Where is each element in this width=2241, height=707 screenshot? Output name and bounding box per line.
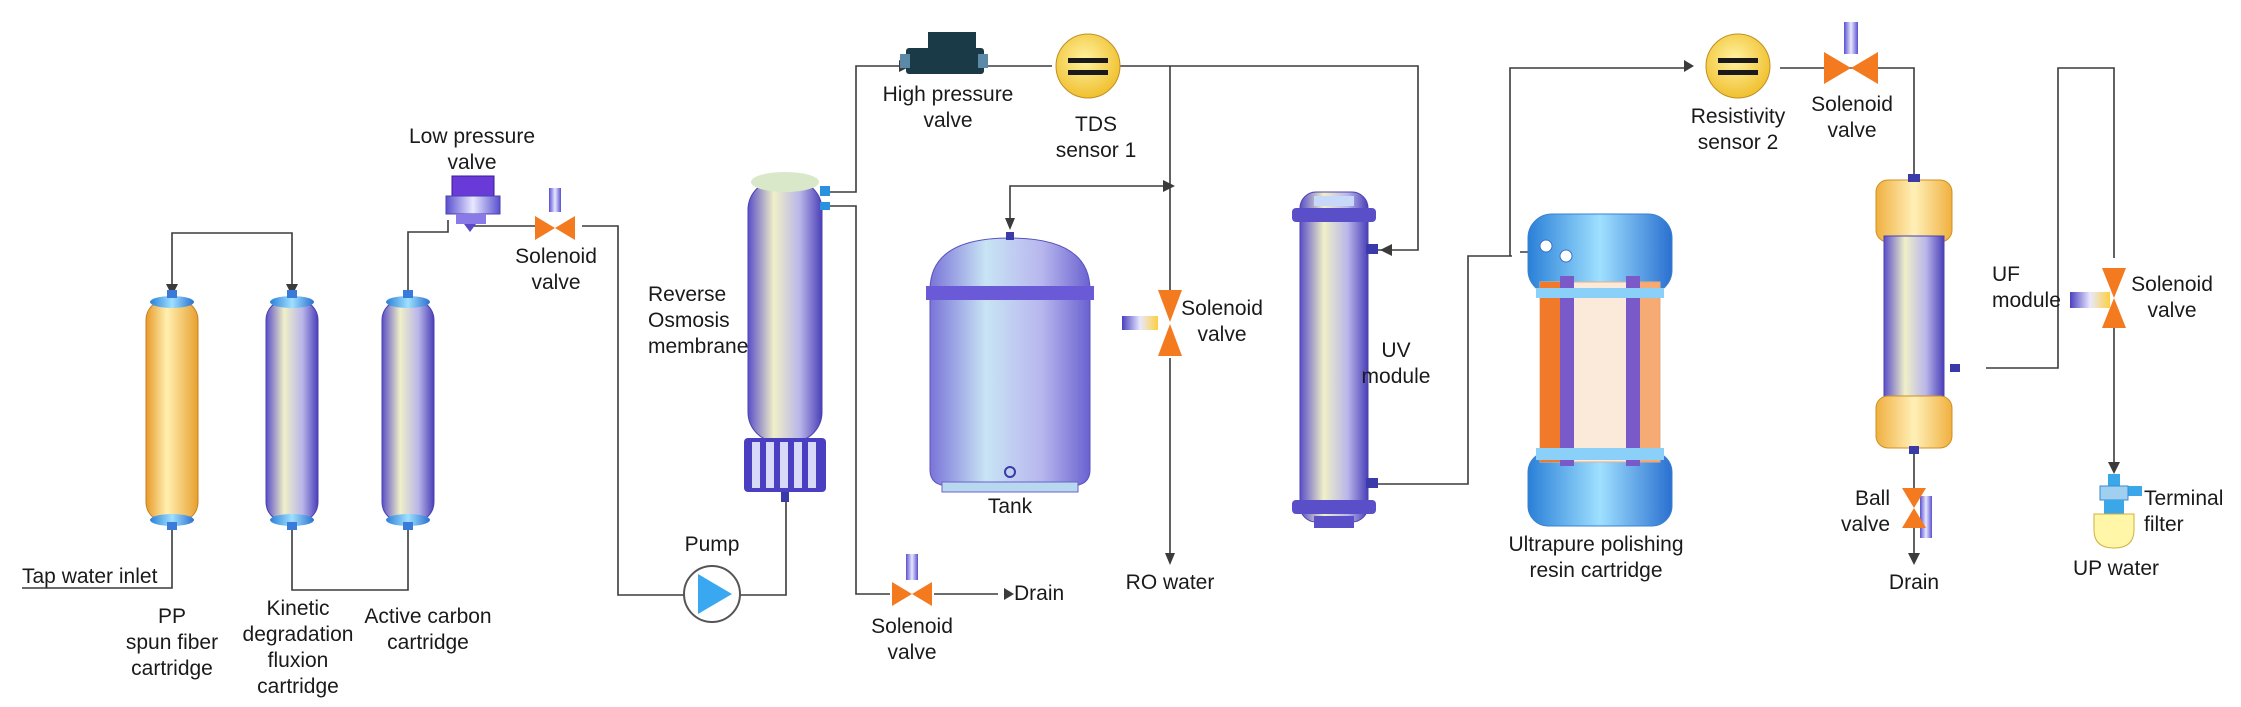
solenoid-valve-ro-label: Solenoid valve bbox=[1181, 296, 1263, 348]
ro-membrane-label: Reverse Osmosis membrane bbox=[648, 282, 748, 360]
pp-cartridge-label-line-3: cartridge bbox=[131, 657, 213, 680]
resistivity-sensor-label: Resistivity sensor 2 bbox=[1691, 104, 1786, 156]
kdf-cartridge-label-line-4: cartridge bbox=[257, 675, 339, 698]
ball-valve-label-line-2: valve bbox=[1840, 513, 1890, 536]
resistivity-sensor-icon bbox=[1705, 33, 1771, 99]
kdf-cartridge-label-line-2: degradation bbox=[242, 623, 354, 646]
uv-module-label: UV module bbox=[1362, 338, 1431, 390]
drain-2-label: Drain bbox=[1888, 571, 1940, 594]
terminal-filter-label-line-1: Terminal bbox=[2144, 487, 2224, 510]
resistivity-sensor-label-line-1: Resistivity bbox=[1690, 105, 1786, 128]
solenoid-valve-drain-icon bbox=[892, 554, 932, 606]
solenoid-valve-5-icon bbox=[2070, 268, 2126, 328]
carbon-cartridge-label: Active carbon cartridge bbox=[364, 604, 491, 656]
tank-label: Tank bbox=[987, 495, 1033, 518]
ro-membrane-label-line-1: Reverse bbox=[648, 283, 727, 306]
ball-valve-label-line-1: Ball bbox=[1854, 487, 1890, 510]
kdf-cartridge-label-line-3: fluxion bbox=[267, 649, 329, 672]
kdf-cartridge-label-line-1: Kinetic bbox=[266, 597, 330, 620]
solenoid-valve-1-label-line-2: valve bbox=[531, 271, 581, 294]
uf-module-label-line-2: module bbox=[1992, 289, 2061, 312]
pp-cartridge-label-line-2: spun fiber bbox=[125, 631, 219, 654]
resin-cartridge-label-line-1: Ultrapure polishing bbox=[1508, 533, 1684, 556]
solenoid-valve-5-label: Solenoid valve bbox=[2131, 272, 2213, 324]
ro-water-label: RO water bbox=[1125, 571, 1215, 594]
up-water-label: UP water bbox=[2073, 557, 2159, 580]
solenoid-valve-ro-label-line-1: Solenoid bbox=[1181, 297, 1263, 320]
solenoid-valve-1-label: Solenoid valve bbox=[515, 244, 597, 296]
uv-module-label-line-2: module bbox=[1361, 365, 1431, 388]
pump-icon bbox=[683, 565, 741, 623]
solenoid-valve-ro-label-line-2: valve bbox=[1197, 323, 1247, 346]
uf-module-icon bbox=[1875, 174, 1960, 454]
kdf-cartridge-icon bbox=[265, 290, 319, 530]
low-pressure-valve-icon bbox=[445, 175, 501, 232]
solenoid-valve-5-label-line-2: valve bbox=[2147, 299, 2197, 322]
solenoid-valve-drain-label: Solenoid valve bbox=[871, 614, 953, 666]
drain-1-label: Drain bbox=[1014, 582, 1065, 605]
terminal-filter-icon bbox=[2093, 474, 2142, 549]
ro-membrane-icon bbox=[744, 172, 830, 502]
uv-module-icon bbox=[1292, 191, 1378, 528]
pp-cartridge-label: PP spun fiber cartridge bbox=[126, 604, 218, 682]
resin-cartridge-label-line-2: resin cartridge bbox=[1529, 559, 1663, 582]
tds-sensor-icon bbox=[1055, 33, 1121, 99]
solenoid-valve-drain-label-line-2: valve bbox=[887, 641, 937, 664]
carbon-cartridge-icon bbox=[381, 290, 435, 530]
tap-water-inlet-label: Tap water inlet bbox=[22, 565, 158, 588]
solenoid-valve-4-label: Solenoid valve bbox=[1811, 92, 1893, 144]
pp-cartridge-label-line-1: PP bbox=[157, 605, 187, 628]
carbon-cartridge-label-line-1: Active carbon bbox=[364, 605, 492, 628]
resin-cartridge-label: Ultrapure polishing resin cartridge bbox=[1508, 532, 1683, 584]
ro-membrane-label-line-3: membrane bbox=[648, 335, 749, 358]
solenoid-valve-4-icon bbox=[1824, 22, 1878, 84]
pump-label: Pump bbox=[684, 533, 740, 556]
tds-sensor-label-line-2: sensor 1 bbox=[1055, 139, 1137, 162]
solenoid-valve-5-label-line-1: Solenoid bbox=[2131, 273, 2213, 296]
resin-cartridge-icon bbox=[1527, 213, 1673, 527]
uf-module-label-line-1: UF bbox=[1992, 263, 2020, 286]
high-pressure-valve-label-line-2: valve bbox=[923, 109, 973, 132]
high-pressure-valve-label: High pressure valve bbox=[883, 82, 1014, 134]
solenoid-valve-1-label-line-1: Solenoid bbox=[515, 245, 597, 268]
solenoid-valve-ro-icon bbox=[1122, 290, 1182, 356]
tds-sensor-label-line-1: TDS bbox=[1074, 113, 1117, 136]
low-pressure-valve-label: Low pressure valve bbox=[409, 124, 535, 176]
ball-valve-label: Ball valve bbox=[1841, 486, 1890, 538]
low-pressure-valve-label-line-1: Low pressure bbox=[408, 125, 536, 148]
resistivity-sensor-label-line-2: sensor 2 bbox=[1697, 131, 1779, 154]
solenoid-valve-4-label-line-2: valve bbox=[1827, 119, 1877, 142]
high-pressure-valve-label-line-1: High pressure bbox=[882, 83, 1014, 106]
kdf-cartridge-label: Kinetic degradation fluxion cartridge bbox=[243, 596, 354, 700]
tank-icon bbox=[926, 232, 1094, 493]
uv-module-label-line-1: UV bbox=[1381, 339, 1411, 362]
low-pressure-valve-label-line-2: valve bbox=[447, 151, 497, 174]
tds-sensor-label: TDS sensor 1 bbox=[1056, 112, 1137, 164]
terminal-filter-label: Terminal filter bbox=[2144, 486, 2223, 538]
pp-cartridge-icon bbox=[145, 290, 199, 530]
solenoid-valve-drain-label-line-1: Solenoid bbox=[871, 615, 953, 638]
carbon-cartridge-label-line-2: cartridge bbox=[387, 631, 469, 654]
solenoid-valve-4-label-line-1: Solenoid bbox=[1811, 93, 1893, 116]
ball-valve-icon bbox=[1902, 488, 1932, 538]
terminal-filter-label-line-2: filter bbox=[2144, 513, 2184, 536]
high-pressure-valve-icon bbox=[900, 32, 988, 74]
ro-membrane-label-line-2: Osmosis bbox=[648, 309, 730, 332]
uf-module-label: UF module bbox=[1992, 262, 2061, 314]
solenoid-valve-1-icon bbox=[535, 188, 575, 240]
